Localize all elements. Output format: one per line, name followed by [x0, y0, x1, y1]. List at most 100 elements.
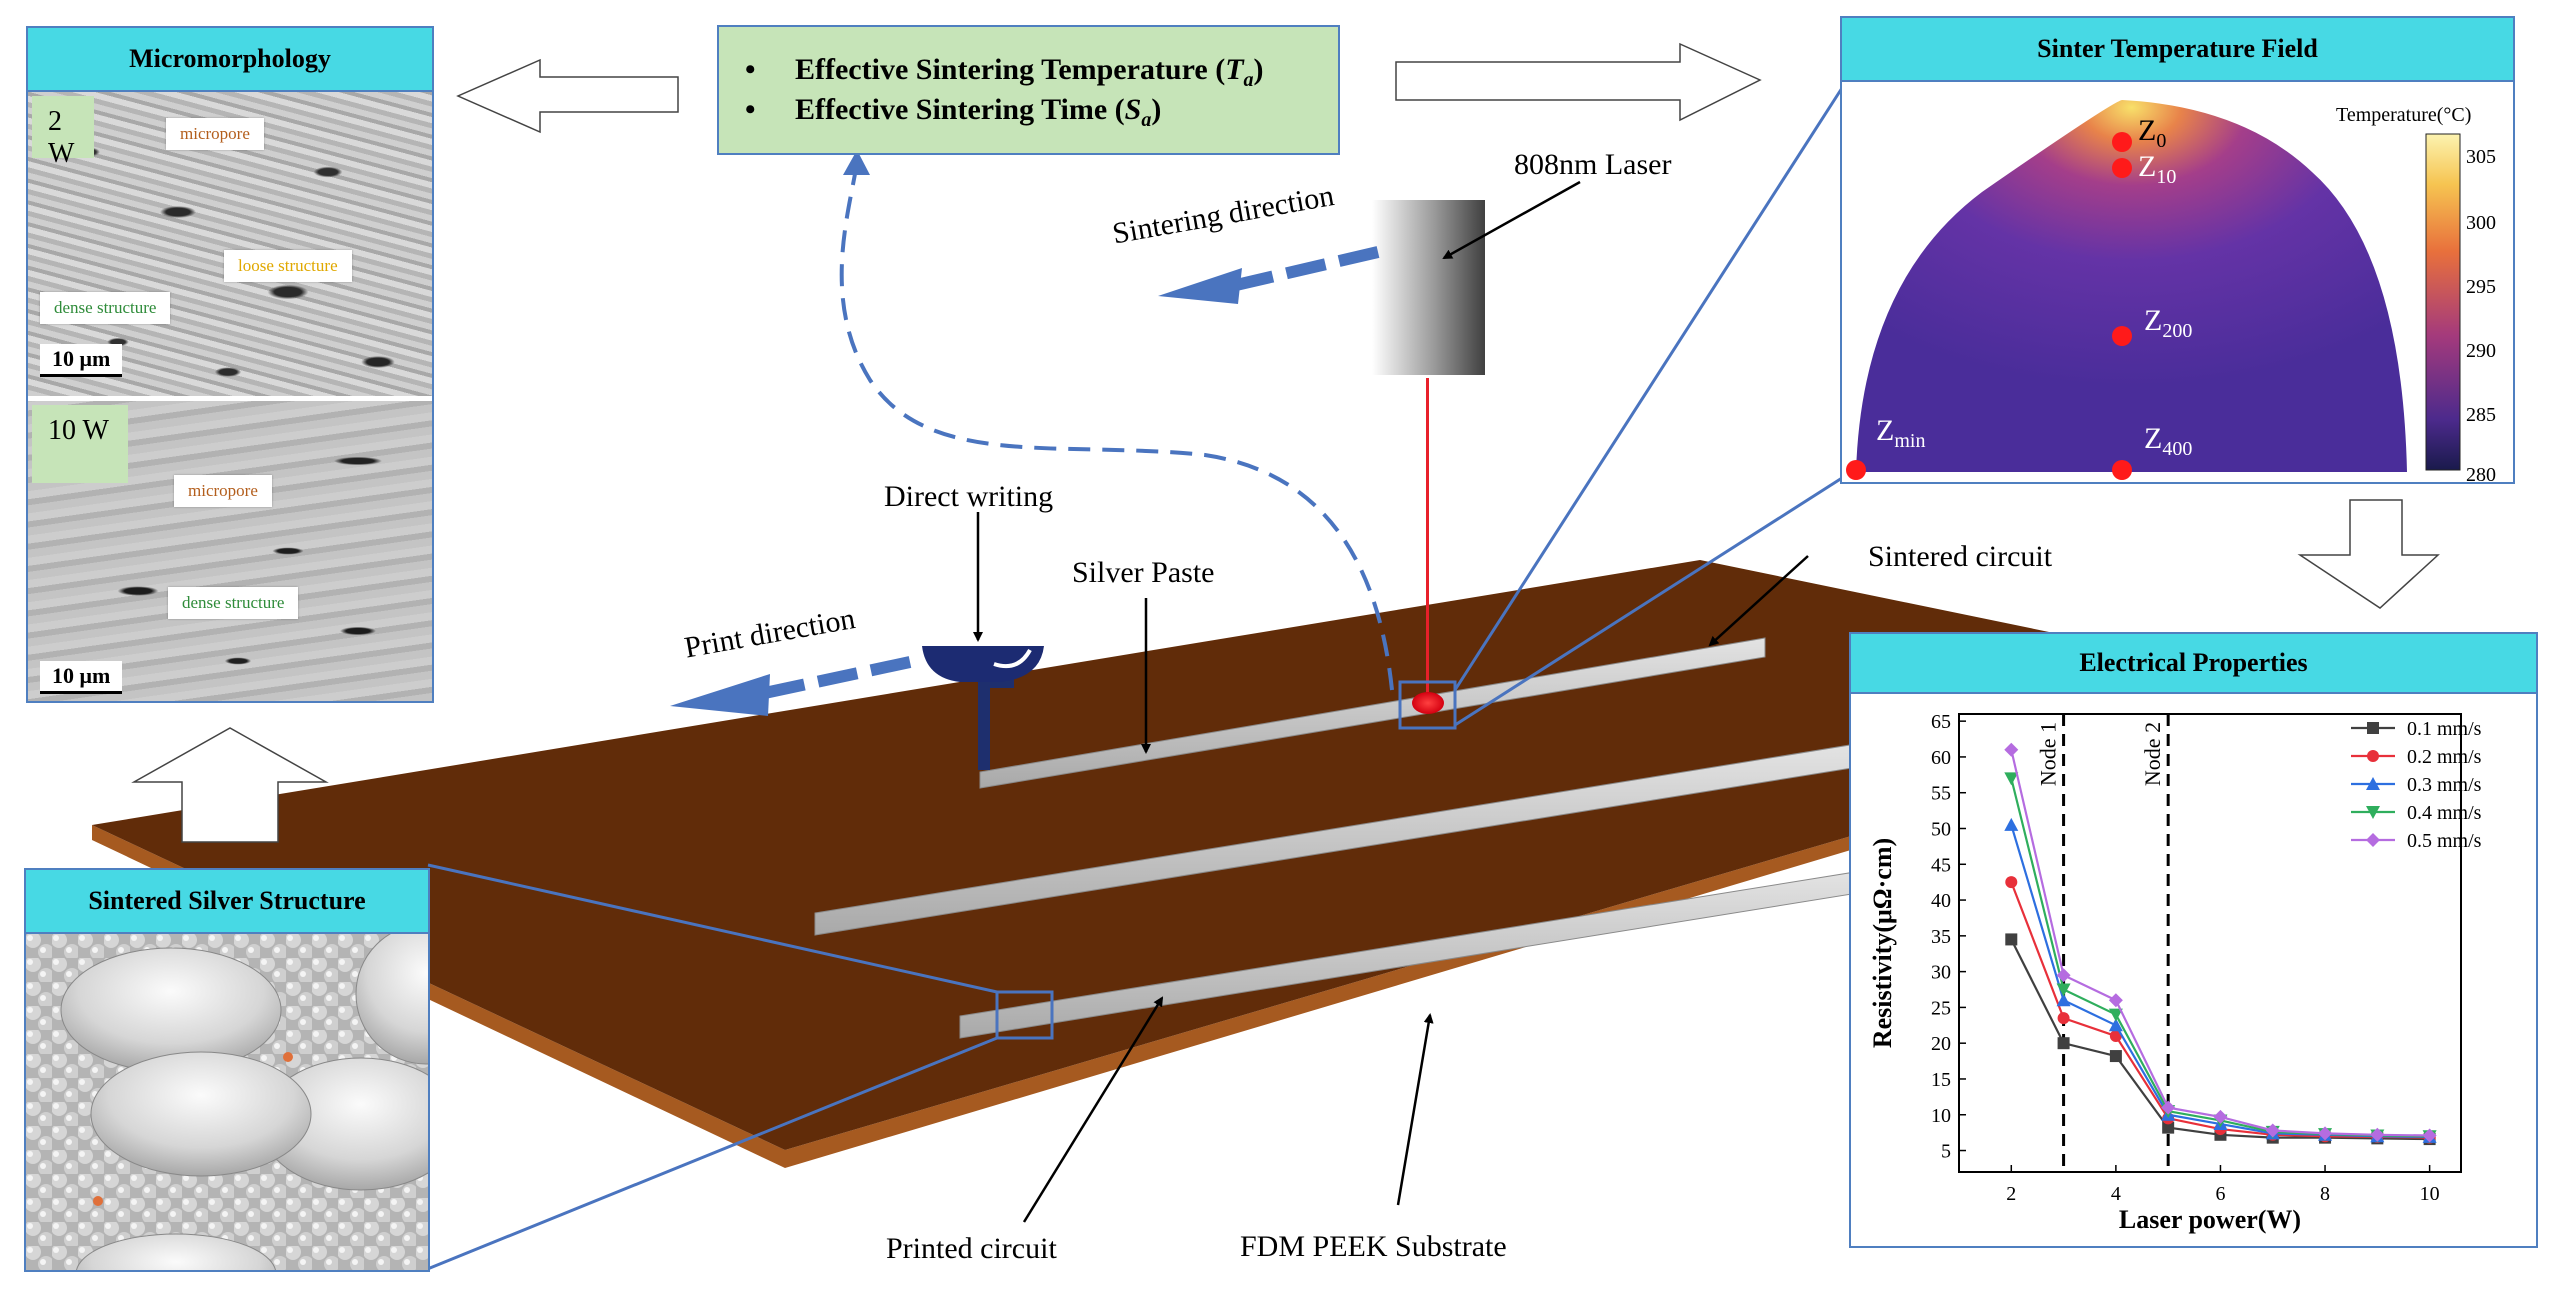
- z10-main: Z: [2138, 150, 2157, 183]
- silver-flake: [90, 1051, 312, 1177]
- series-line: [2010, 778, 2430, 1138]
- label-substrate: FDM PEEK Substrate: [1240, 1230, 1507, 1263]
- series-line: [2010, 749, 2430, 1137]
- param-line-1-symbol: T: [1225, 53, 1244, 86]
- sinter-temperature-field-panel: Sinter Temperature Field: [1840, 16, 2515, 484]
- x-tick-label: 10: [2420, 1183, 2440, 1205]
- label-loose-structure: loose structure: [224, 250, 352, 282]
- data-point: [2108, 1018, 2123, 1032]
- series-line: [2010, 881, 2430, 1139]
- data-point: [2162, 1121, 2175, 1134]
- data-point: [2004, 742, 2019, 757]
- z0-sub: 0: [2156, 130, 2167, 152]
- point-label-zmin: Zmin: [1876, 414, 1925, 453]
- feedback-dashed-curve: [839, 161, 1394, 691]
- arrow-to-micro-from-structure: [131, 727, 329, 843]
- data-point: [2109, 1030, 2122, 1043]
- nozzle-stem: [978, 678, 990, 770]
- param-line-1: •Effective Sintering Temperature (Ta): [745, 53, 1264, 91]
- data-point: [2109, 1050, 2122, 1063]
- point-label-z400: Z400: [2144, 422, 2192, 461]
- y-tick-label: 50: [1931, 819, 1951, 841]
- laser-beam: [1426, 378, 1429, 698]
- x-tick-label: 4: [2111, 1183, 2121, 1205]
- zoom-box-laser: [1398, 680, 1457, 730]
- colorbar: [2425, 133, 2461, 471]
- print-direction-arrow: [758, 656, 912, 700]
- point-z0: [2112, 132, 2132, 152]
- zmin-main: Z: [1876, 414, 1895, 447]
- data-point: [2318, 1126, 2333, 1141]
- silver-structure-illustration: [26, 934, 428, 1270]
- point-label-z200: Z200: [2144, 304, 2192, 343]
- temperature-hemisphere: [1856, 100, 2407, 472]
- x-axis-label: Laser power(W): [2119, 1205, 2301, 1234]
- silver-flake: [355, 934, 428, 1065]
- point-z10: [2112, 158, 2132, 178]
- y-tick-label: 35: [1931, 926, 1951, 948]
- point-zmin: [1846, 460, 1866, 480]
- label-dense-structure-10w: dense structure: [168, 587, 299, 619]
- point-z200: [2112, 326, 2132, 346]
- arrow-to-sinter-field: [1395, 42, 1762, 122]
- laser-spot: [1412, 692, 1444, 714]
- zmin-sub: min: [1894, 430, 1926, 452]
- legend-label: 0.3 mm/s: [2407, 774, 2482, 796]
- param-line-1-end: ): [1253, 53, 1264, 86]
- data-point: [2005, 876, 2018, 889]
- data-point: [2370, 1127, 2385, 1142]
- micromorphology-panel: Micromorphology 2 W micropore loose stru…: [26, 26, 434, 703]
- label-sintered-circuit: Sintered circuit: [1868, 540, 2053, 573]
- sintering-direction-arrow: [1230, 246, 1380, 292]
- nozzle-arm: [978, 678, 1014, 688]
- data-point: [2366, 833, 2380, 847]
- y-tick-label: 25: [1931, 997, 1951, 1019]
- sem-image-2w: 2 W micropore loose structure dense stru…: [28, 92, 432, 396]
- y-tick-label: 20: [1931, 1033, 1951, 1055]
- nozzle-head: [922, 646, 1044, 682]
- colorbar-tick-305: 305: [2466, 146, 2496, 168]
- data-point: [2367, 750, 2379, 762]
- z0-main: Z: [2138, 114, 2157, 147]
- data-point: [2056, 983, 2071, 997]
- z200-sub: 200: [2162, 320, 2193, 342]
- y-tick-label: 60: [1931, 747, 1951, 769]
- colorbar-tick-300: 300: [2466, 212, 2496, 234]
- data-point: [2366, 806, 2380, 819]
- data-point: [2265, 1123, 2280, 1138]
- node-label: Node 1: [2036, 722, 2061, 786]
- colorbar-tick-280: 280: [2466, 464, 2496, 484]
- colorbar-title: Temperature(°C): [2336, 104, 2472, 126]
- y-tick-label: 40: [1931, 890, 1951, 912]
- point-label-z10: Z10: [2138, 150, 2176, 189]
- data-point: [2108, 993, 2123, 1008]
- y-tick-label: 15: [1931, 1069, 1951, 1091]
- zoom-box-printed: [995, 990, 1054, 1040]
- label-micropore-2w: micropore: [166, 118, 264, 150]
- micromorphology-title: Micromorphology: [28, 28, 432, 92]
- y-tick-label: 55: [1931, 783, 1951, 805]
- electrical-title: Electrical Properties: [1851, 634, 2536, 694]
- silver-flake: [76, 1233, 276, 1270]
- legend-label: 0.5 mm/s: [2407, 830, 2482, 852]
- param-line-1-sub: a: [1243, 69, 1254, 91]
- param-line-2-symbol: S: [1124, 93, 1142, 126]
- colorbar-tick-285: 285: [2466, 404, 2496, 426]
- legend-label: 0.2 mm/s: [2407, 746, 2482, 768]
- sintered-silver-structure-panel: Sintered Silver Structure: [24, 868, 430, 1272]
- data-point: [2056, 993, 2071, 1007]
- silver-flake: [60, 947, 282, 1073]
- data-point: [2056, 968, 2071, 983]
- legend-label: 0.1 mm/s: [2407, 718, 2482, 740]
- node-label: Node 2: [2140, 722, 2165, 786]
- data-point: [2004, 817, 2019, 831]
- point-label-z0: Z0: [2138, 114, 2166, 153]
- x-tick-label: 6: [2215, 1183, 2225, 1205]
- param-line-2-sub: a: [1141, 109, 1152, 131]
- y-tick-label: 30: [1931, 962, 1951, 984]
- label-micropore-10w: micropore: [174, 475, 272, 507]
